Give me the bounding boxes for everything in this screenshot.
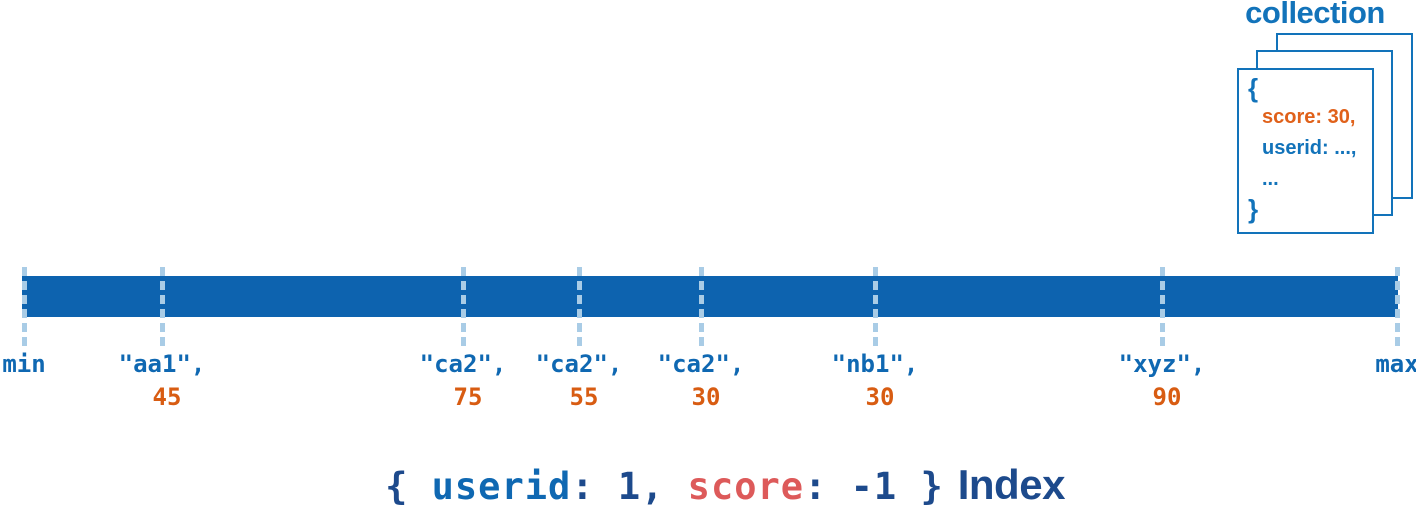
tick-key-label: "ca2", [657,350,745,378]
tick-line [160,267,165,348]
tick-line [1395,267,1400,348]
document-card-front: { score: 30, userid: ..., ... } [1237,68,1374,234]
tick-key-label: "aa1", [118,350,206,378]
index-spec-token: { [385,465,432,508]
document-open-brace: { [1248,73,1259,103]
index-spec-token: : [804,465,828,508]
index-word-label: Index [957,461,1066,508]
tick-line [873,267,878,348]
document-field-ellipsis: ... [1262,168,1279,190]
index-spec-code: { userid: 1, score: -1 } [385,465,944,508]
tick-line [22,267,27,348]
index-spec-token: } [920,465,944,508]
index-caption: { userid: 1, score: -1 } Index [385,461,1065,509]
index-spec-token: : [571,465,595,508]
index-bar [22,276,1398,317]
index-spec-token: 1, [594,465,688,508]
tick-key-label: "ca2", [535,350,623,378]
tick-key-label: "xyz", [1118,350,1206,378]
tick-line [461,267,466,348]
tick-score-value: 55 [569,383,599,411]
document-field-score: score: 30, [1262,106,1356,128]
tick-key-label: "nb1", [831,350,919,378]
tick-score-value: 90 [1152,383,1182,411]
document-close-brace: } [1248,194,1259,224]
tick-key-label: min [2,350,46,378]
tick-key-label: max [1375,350,1416,378]
collection-title: collection [1245,0,1385,30]
index-spec-token: userid [431,465,572,508]
tick-score-value: 30 [865,383,895,411]
index-spec-token: -1 [827,465,921,508]
tick-score-value: 45 [152,383,182,411]
document-field-userid: userid: ..., [1262,137,1357,159]
tick-key-label: "ca2", [419,350,507,378]
tick-score-value: 75 [453,383,483,411]
tick-line [577,267,582,348]
tick-line [1160,267,1165,348]
tick-score-value: 30 [691,383,721,411]
index-spec-token: score [687,465,805,508]
tick-line [699,267,704,348]
